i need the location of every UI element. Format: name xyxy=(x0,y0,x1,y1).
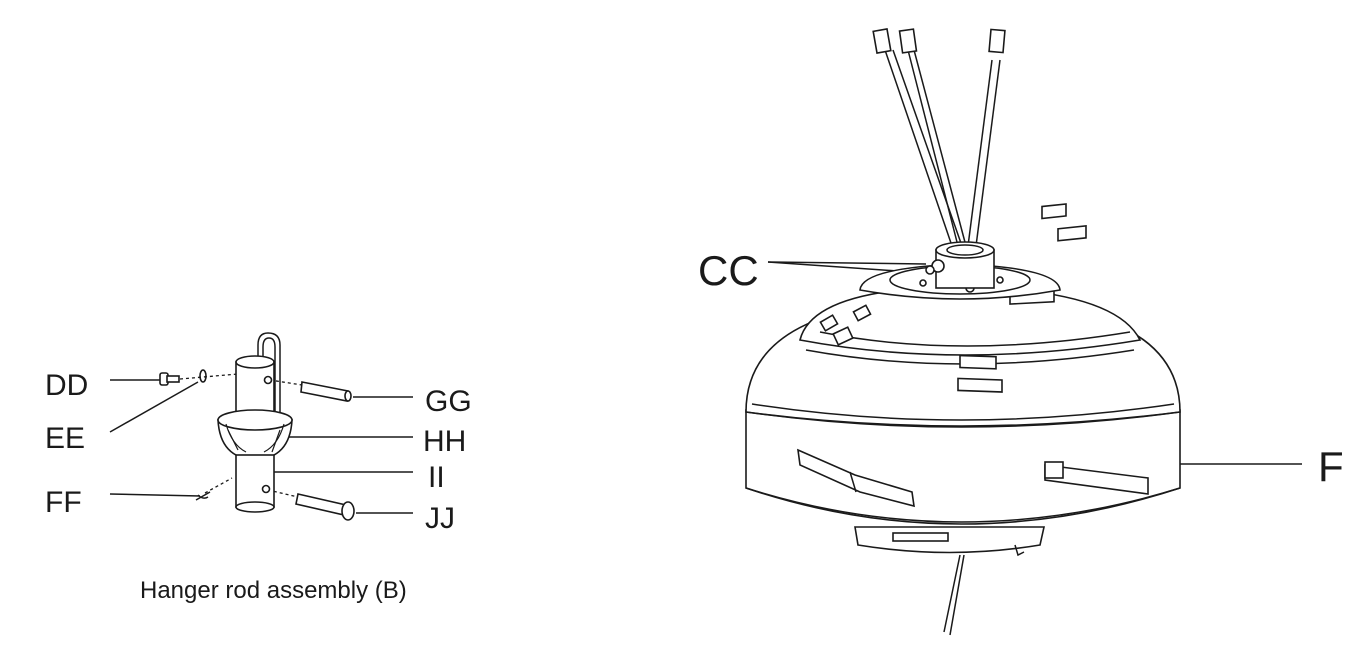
connector-1 xyxy=(872,28,892,54)
motor-housing-assembly: CC F xyxy=(698,28,1344,636)
screw-dd xyxy=(159,372,180,386)
leader-cc-1 xyxy=(767,261,927,265)
connector-3 xyxy=(988,28,1006,54)
label-jj: JJ xyxy=(425,502,455,535)
connector-2 xyxy=(898,28,918,54)
alignment-line-top xyxy=(179,373,239,380)
label-ee: EE xyxy=(45,422,85,455)
label-f: F xyxy=(1318,443,1344,490)
clip-ff xyxy=(195,491,211,501)
label-hh: HH xyxy=(423,425,466,458)
hanger-rod-assembly: DD EE FF GG HH II JJ xyxy=(45,332,472,604)
label-gg: GG xyxy=(425,385,472,418)
motor-collar xyxy=(925,241,995,289)
alignment-line-ff xyxy=(204,477,233,494)
alignment-line-gg xyxy=(269,379,303,386)
leader-ff xyxy=(109,493,201,497)
label-ii: II xyxy=(428,461,445,494)
hanger-ball-hh xyxy=(217,409,293,461)
alignment-line-jj xyxy=(267,489,299,498)
washer-ee xyxy=(199,369,207,383)
caption: Hanger rod assembly (B) xyxy=(140,577,407,604)
wire-loop xyxy=(257,332,281,415)
vent-slot-left xyxy=(797,448,915,508)
bottom-wires xyxy=(943,554,965,636)
label-ff: FF xyxy=(45,486,82,519)
bolt-jj xyxy=(295,493,355,521)
label-cc: CC xyxy=(698,247,759,294)
leader-ee xyxy=(109,381,199,433)
label-dd: DD xyxy=(45,369,88,402)
hanger-rod-lower-ii xyxy=(235,454,275,513)
pin-gg xyxy=(300,381,352,402)
wire-bundle xyxy=(872,28,1006,247)
